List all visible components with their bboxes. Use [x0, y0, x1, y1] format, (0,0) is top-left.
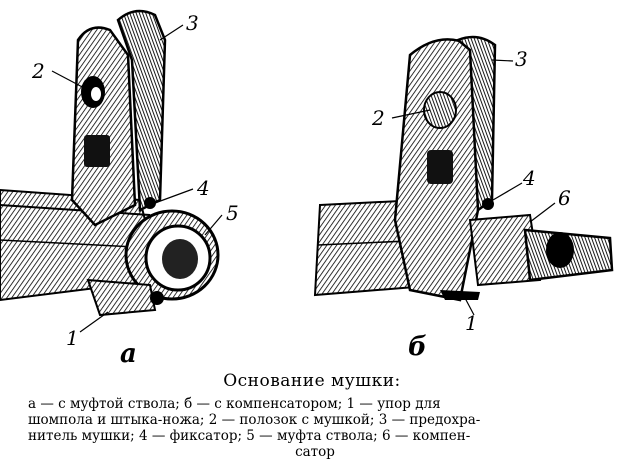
subfigure-label-b: б: [408, 332, 427, 362]
figure-caption-title: Основание мушки:: [223, 371, 401, 391]
callout-3-right: 3: [515, 47, 528, 71]
figure-legend: а — с муфтой ствола; б — с компенсатором…: [28, 396, 602, 460]
callout-1-right: 1: [465, 311, 478, 335]
subfigure-label-a: а: [120, 339, 137, 369]
legend-line: сатор: [295, 444, 335, 460]
right-panel-drawing: [313, 35, 614, 316]
callout-1-left: 1: [66, 326, 79, 350]
callout-2-right: 2: [371, 106, 385, 130]
callout-2-left: 2: [31, 59, 45, 83]
legend-line: а — с муфтой ствола; б — с компенсатором…: [28, 396, 441, 412]
legend-line: шомпола и штыка-ножа; 2 — полозок с мушк…: [28, 412, 481, 428]
front-sight-base-illustration: 2 3 4 5 1 а 2 3 4 6 1 б: [0, 9, 614, 369]
callout-4-left: 4: [196, 176, 210, 200]
legend-line: нитель мушки; 4 — фиксатор; 5 — муфта ст…: [28, 428, 471, 444]
left-panel-drawing: [0, 9, 223, 333]
callout-4-right: 4: [522, 166, 536, 190]
callout-3-left: 3: [186, 11, 199, 35]
callout-5-left: 5: [226, 201, 239, 225]
callout-6-right: 6: [558, 186, 571, 210]
